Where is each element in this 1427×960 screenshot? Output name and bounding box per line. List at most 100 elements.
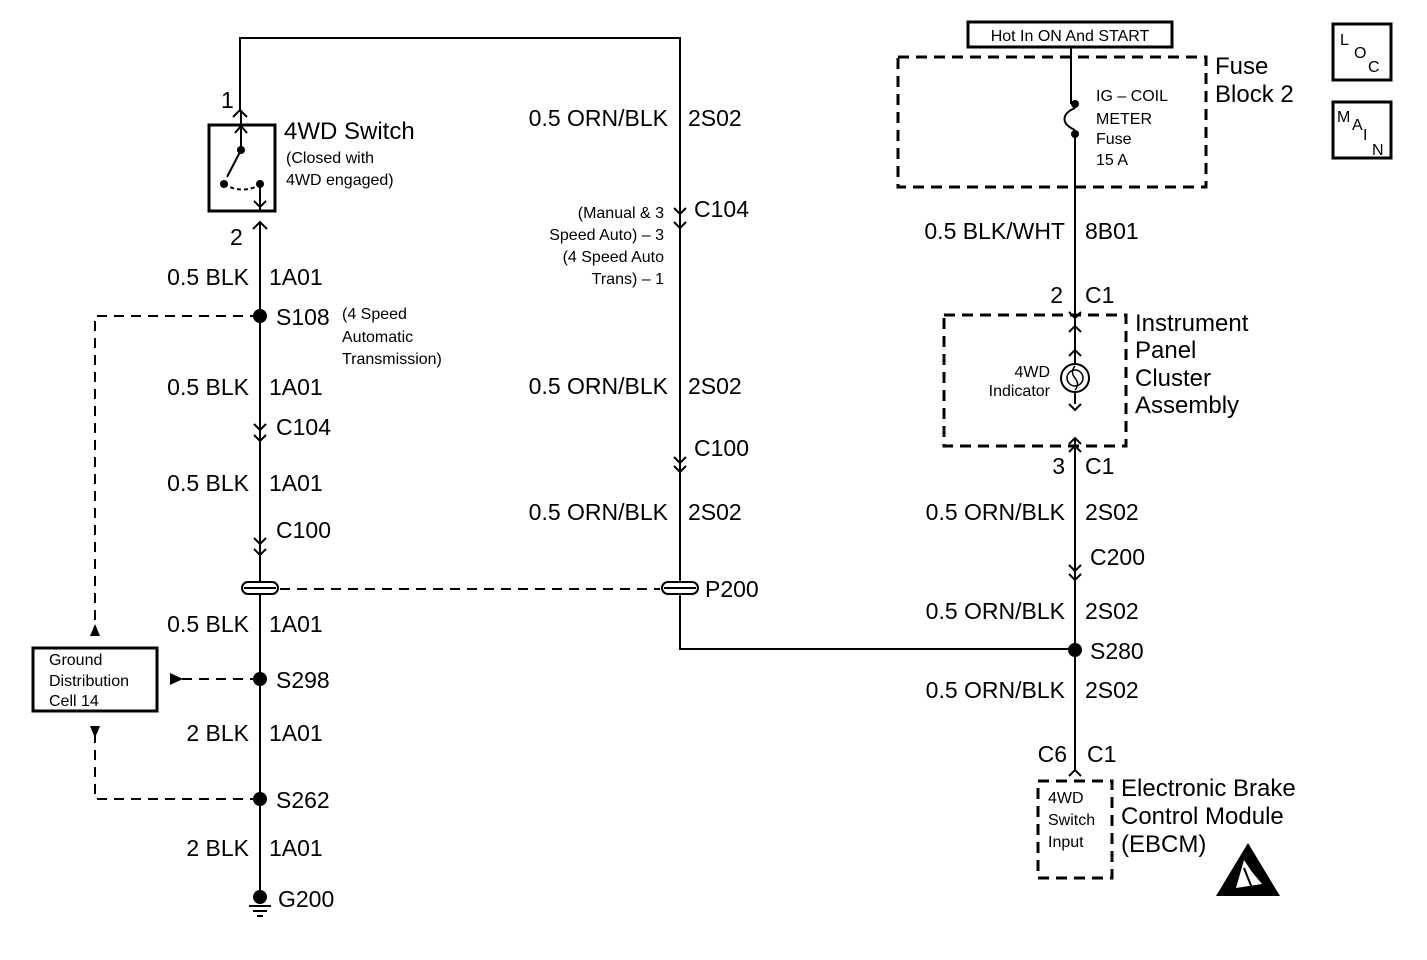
ground-arrow-up xyxy=(90,624,100,636)
middle-wire-3-circuit: 2S02 xyxy=(688,499,742,525)
middle-c100-connector xyxy=(673,456,687,474)
left-wire-3-circuit: 1A01 xyxy=(269,470,323,496)
ground-symbol-g200 xyxy=(249,890,271,917)
middle-c104-note-3: (4 Speed Auto xyxy=(563,249,665,266)
cluster-top-c1: C1 xyxy=(1085,282,1114,308)
middle-c104-label: C104 xyxy=(694,196,749,222)
esd-warning-icon xyxy=(1216,843,1280,896)
ebcm-input-2: Switch xyxy=(1048,812,1095,829)
cluster-mid-pin: 3 xyxy=(1052,453,1065,479)
cluster-label-4: Assembly xyxy=(1135,392,1239,419)
instrument-cluster-box[interactable] xyxy=(942,313,1128,448)
fuse-block-box xyxy=(896,55,1208,189)
s280-label: S280 xyxy=(1090,638,1144,664)
left-c100-label: C100 xyxy=(276,517,331,543)
s108-note-2: Automatic xyxy=(342,329,413,346)
left-wire-1-gauge: 0.5 BLK xyxy=(167,264,249,290)
left-wire-2-gauge: 0.5 BLK xyxy=(167,374,249,400)
cluster-label-1: Instrument xyxy=(1135,310,1249,337)
svg-text:M: M xyxy=(1337,109,1350,126)
cluster-label-3: Cluster xyxy=(1135,365,1211,392)
s298-label: S298 xyxy=(276,667,330,693)
ebcm-input-3: Input xyxy=(1048,834,1084,851)
left-c104-connector xyxy=(253,423,267,443)
ebcm-title-3: (EBCM) xyxy=(1121,831,1206,858)
p200-label: P200 xyxy=(705,576,759,602)
splice-s280 xyxy=(1068,643,1082,657)
middle-c104-connector xyxy=(673,207,687,230)
ebcm-title-2: Control Module xyxy=(1121,803,1284,830)
loc-badge[interactable]: L O C xyxy=(1331,22,1393,82)
ground-arrow-right xyxy=(170,673,183,685)
right-wire-2-gauge: 0.5 ORN/BLK xyxy=(926,499,1066,525)
ground-dash-s108 xyxy=(94,315,260,626)
left-wire-3-gauge: 0.5 BLK xyxy=(167,470,249,496)
fuse-text-1: IG – COIL xyxy=(1096,88,1168,105)
fuse-block-label-1: Fuse xyxy=(1215,53,1268,80)
middle-pass-through-p200 xyxy=(661,581,699,595)
cluster-label-2: Panel xyxy=(1135,337,1196,364)
left-wire-6-circuit: 1A01 xyxy=(269,835,323,861)
left-wire-1-circuit: 1A01 xyxy=(269,264,323,290)
fuse-text-4: 15 A xyxy=(1096,152,1128,169)
s262-label: S262 xyxy=(276,787,330,813)
left-wire-5-circuit: 1A01 xyxy=(269,720,323,746)
right-wire-1-circuit: 8B01 xyxy=(1085,218,1139,244)
cluster-top-pin: 2 xyxy=(1050,282,1063,308)
fuse-text-2: METER xyxy=(1096,111,1152,128)
middle-wire-3-gauge: 0.5 ORN/BLK xyxy=(529,499,669,525)
right-wire-1-gauge: 0.5 BLK/WHT xyxy=(924,218,1065,244)
left-wire-6-gauge: 2 BLK xyxy=(186,835,249,861)
ebcm-connector xyxy=(1068,768,1082,777)
c200-label: C200 xyxy=(1090,544,1145,570)
middle-c104-note-4: Trans) – 1 xyxy=(592,271,664,288)
switch-desc-2: 4WD engaged) xyxy=(286,172,394,189)
ground-cell-text-3: Cell 14 xyxy=(49,693,99,710)
middle-c100-label: C100 xyxy=(694,435,749,461)
middle-wire xyxy=(679,205,1075,650)
ground-cell-text-1: Ground xyxy=(49,652,102,669)
switch-top-connector xyxy=(232,108,248,118)
right-c200-connector xyxy=(1068,564,1082,582)
indicator-label-1: 4WD xyxy=(1014,364,1050,381)
ground-dash-s262 xyxy=(94,736,260,800)
svg-text:N: N xyxy=(1372,142,1384,159)
svg-text:I: I xyxy=(1363,127,1367,144)
right-wire-3-circuit: 2S02 xyxy=(1085,598,1139,624)
switch-contact xyxy=(220,112,267,210)
left-wire-5-gauge: 2 BLK xyxy=(186,720,249,746)
middle-c104-note-1: (Manual & 3 xyxy=(578,205,664,222)
middle-c104-note-2: Speed Auto) – 3 xyxy=(549,227,664,244)
fuse-symbol xyxy=(1063,47,1079,138)
hot-label-box: Hot In ON And START xyxy=(966,20,1174,49)
switch-desc-1: (Closed with xyxy=(286,150,374,167)
g200-label: G200 xyxy=(278,886,334,912)
switch-title: 4WD Switch xyxy=(284,118,415,145)
middle-wire-2-circuit: 2S02 xyxy=(688,373,742,399)
indicator-bulb-icon xyxy=(1060,348,1090,412)
cluster-mid-c1: C1 xyxy=(1085,453,1114,479)
switch-pin-1: 1 xyxy=(221,87,234,113)
ground-cell-text-2: Distribution xyxy=(49,673,129,690)
svg-text:C: C xyxy=(1368,59,1380,76)
top-wire xyxy=(239,37,681,205)
fuse-text-3: Fuse xyxy=(1096,131,1132,148)
left-wire-2-circuit: 1A01 xyxy=(269,374,323,400)
right-wire-4-gauge: 0.5 ORN/BLK xyxy=(926,677,1066,703)
middle-wire-1-circuit: 2S02 xyxy=(688,105,742,131)
svg-text:L: L xyxy=(1340,32,1349,49)
ebcm-box[interactable] xyxy=(1036,779,1114,880)
left-wire-4-circuit: 1A01 xyxy=(269,611,323,637)
right-wire-2-circuit: 2S02 xyxy=(1085,499,1139,525)
left-pass-through xyxy=(241,581,279,595)
middle-wire-1-gauge: 0.5 ORN/BLK xyxy=(529,105,669,131)
main-badge[interactable]: M A I N xyxy=(1331,100,1393,160)
s108-note-1: (4 Speed xyxy=(342,306,407,323)
hot-label: Hot In ON And START xyxy=(991,28,1150,45)
svg-text:O: O xyxy=(1354,45,1366,62)
switch-pin-2: 2 xyxy=(230,224,243,250)
ground-distribution-box[interactable] xyxy=(31,646,159,713)
fuse-block-label-2: Block 2 xyxy=(1215,81,1294,108)
middle-wire-2-gauge: 0.5 ORN/BLK xyxy=(529,373,669,399)
